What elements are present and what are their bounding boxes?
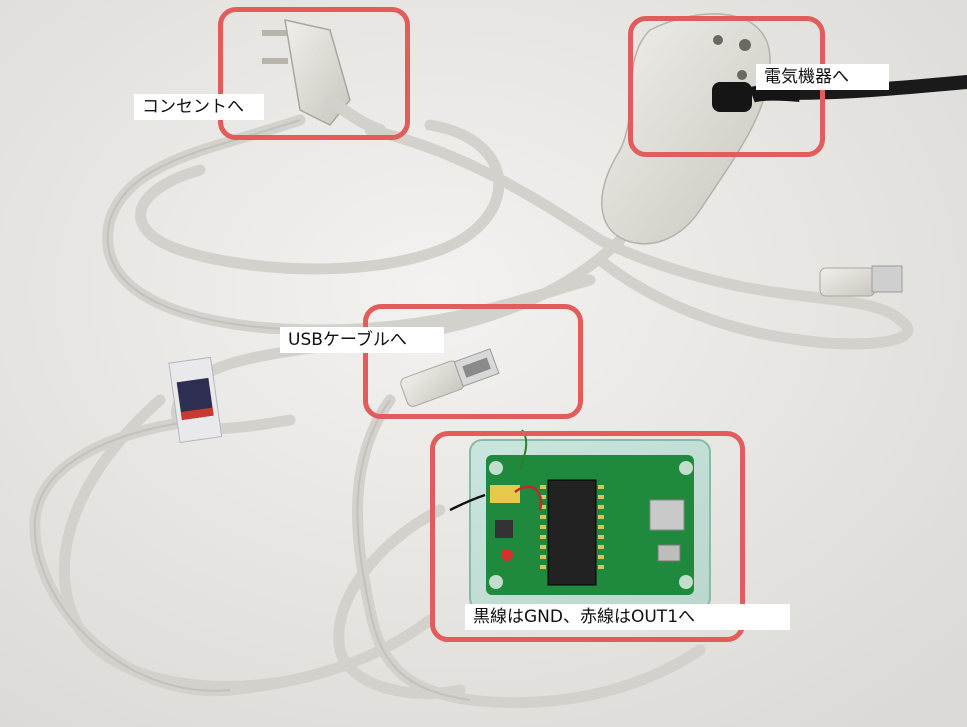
power-plug (262, 19, 386, 136)
usb-tag-sticker (168, 356, 223, 444)
label-wire-instructions: 黒線はGND、赤線はOUT1へ (465, 604, 790, 630)
callout-usb-connector (363, 304, 583, 419)
label-to-usb-cable: USBケーブルへ (280, 327, 444, 353)
label-to-outlet: コンセントへ (134, 94, 264, 120)
usb-socket-middle (400, 348, 500, 407)
callout-board (430, 431, 745, 642)
callout-power-plug (218, 7, 410, 140)
usb-plug-right (819, 265, 903, 297)
ichigojam-board (449, 429, 711, 611)
relay-controller-box (601, 13, 801, 245)
label-to-appliance: 電気機器へ (756, 64, 889, 90)
